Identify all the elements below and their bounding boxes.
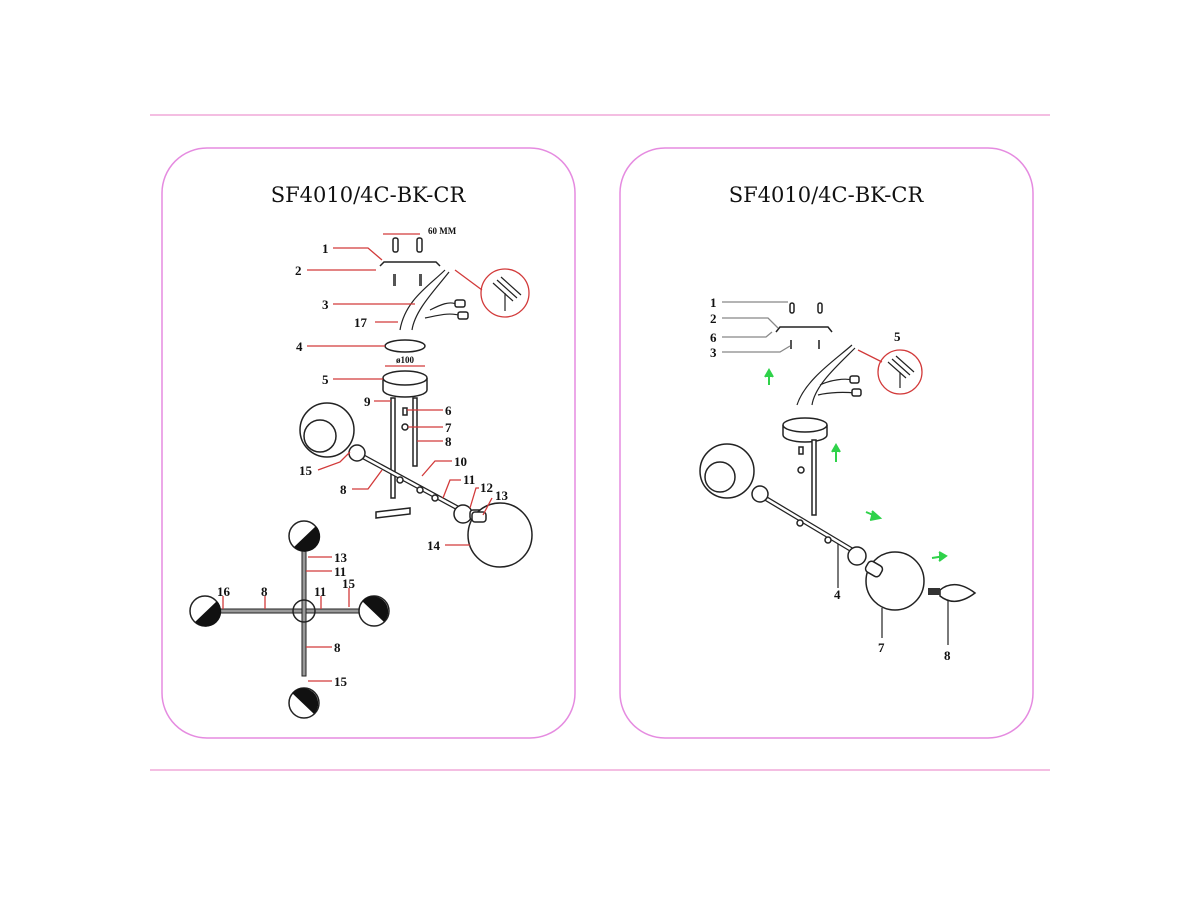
callout: 11 xyxy=(463,472,475,487)
right-callouts: 1 2 6 3 5 4 7 8 xyxy=(710,295,951,663)
arrow-icon xyxy=(764,367,948,562)
callout: 8 xyxy=(944,648,951,663)
callout: 7 xyxy=(878,640,885,655)
callout: 8 xyxy=(334,640,341,655)
callout: 1 xyxy=(710,295,717,310)
left-callouts: 1 2 3 17 4 5 9 6 7 8 10 15 8 11 12 13 14 xyxy=(295,241,509,553)
top-view: 13 11 16 8 11 15 8 15 xyxy=(189,520,390,719)
plate xyxy=(384,339,426,353)
spacing-dimension: 60 MM xyxy=(428,226,457,236)
callout: 12 xyxy=(480,480,493,495)
callout: 15 xyxy=(299,463,313,478)
bulb xyxy=(939,584,977,602)
callout: 11 xyxy=(334,564,346,579)
shade-7 xyxy=(865,551,925,611)
part-6 xyxy=(402,407,408,416)
callout: 3 xyxy=(710,345,717,360)
right-panel-title: SF4010/4C-BK-CR xyxy=(729,183,925,207)
callout: 2 xyxy=(295,263,302,278)
wall-anchor xyxy=(392,237,399,253)
right-panel-frame xyxy=(619,147,1034,739)
callout: 13 xyxy=(495,488,509,503)
callout: 17 xyxy=(354,315,368,330)
wiring xyxy=(399,269,463,331)
callout: 16 xyxy=(217,584,231,599)
callout: 10 xyxy=(454,454,467,469)
callout: 2 xyxy=(710,311,717,326)
mounting-bracket xyxy=(775,326,833,333)
rod xyxy=(811,439,817,516)
callout: 8 xyxy=(261,584,268,599)
callout: 1 xyxy=(322,241,329,256)
callout: 15 xyxy=(342,576,356,591)
callout: 5 xyxy=(322,372,329,387)
callout: 11 xyxy=(314,584,326,599)
wall-anchor xyxy=(416,237,423,253)
left-panel: SF4010/4C-BK-CR 60 MM ø100 xyxy=(161,147,576,739)
callout: 14 xyxy=(427,538,441,553)
rod-9 xyxy=(390,397,396,499)
callout: 8 xyxy=(340,482,347,497)
callout: 3 xyxy=(322,297,329,312)
callout: 9 xyxy=(364,394,371,409)
callout: 8 xyxy=(445,434,452,449)
callout: 4 xyxy=(296,339,303,354)
callout: 13 xyxy=(334,550,348,565)
detail-circle xyxy=(877,349,923,395)
callout: 7 xyxy=(445,420,452,435)
callout: 5 xyxy=(894,329,901,344)
callout: 6 xyxy=(445,403,452,418)
left-panel-frame xyxy=(161,147,576,739)
detail-circle xyxy=(480,268,530,318)
mounting-bracket xyxy=(379,261,441,267)
callout: 4 xyxy=(834,587,841,602)
shade-top xyxy=(189,520,390,719)
callout: 6 xyxy=(710,330,717,345)
right-panel: SF4010/4C-BK-CR 1 2 xyxy=(619,147,1034,739)
rod-8 xyxy=(412,397,418,467)
callout: 15 xyxy=(334,674,348,689)
left-panel-title: SF4010/4C-BK-CR xyxy=(271,183,467,207)
part-7 xyxy=(401,423,409,431)
rod-end xyxy=(375,507,411,519)
wiring xyxy=(796,344,856,406)
diameter-dimension: ø100 xyxy=(396,355,415,365)
